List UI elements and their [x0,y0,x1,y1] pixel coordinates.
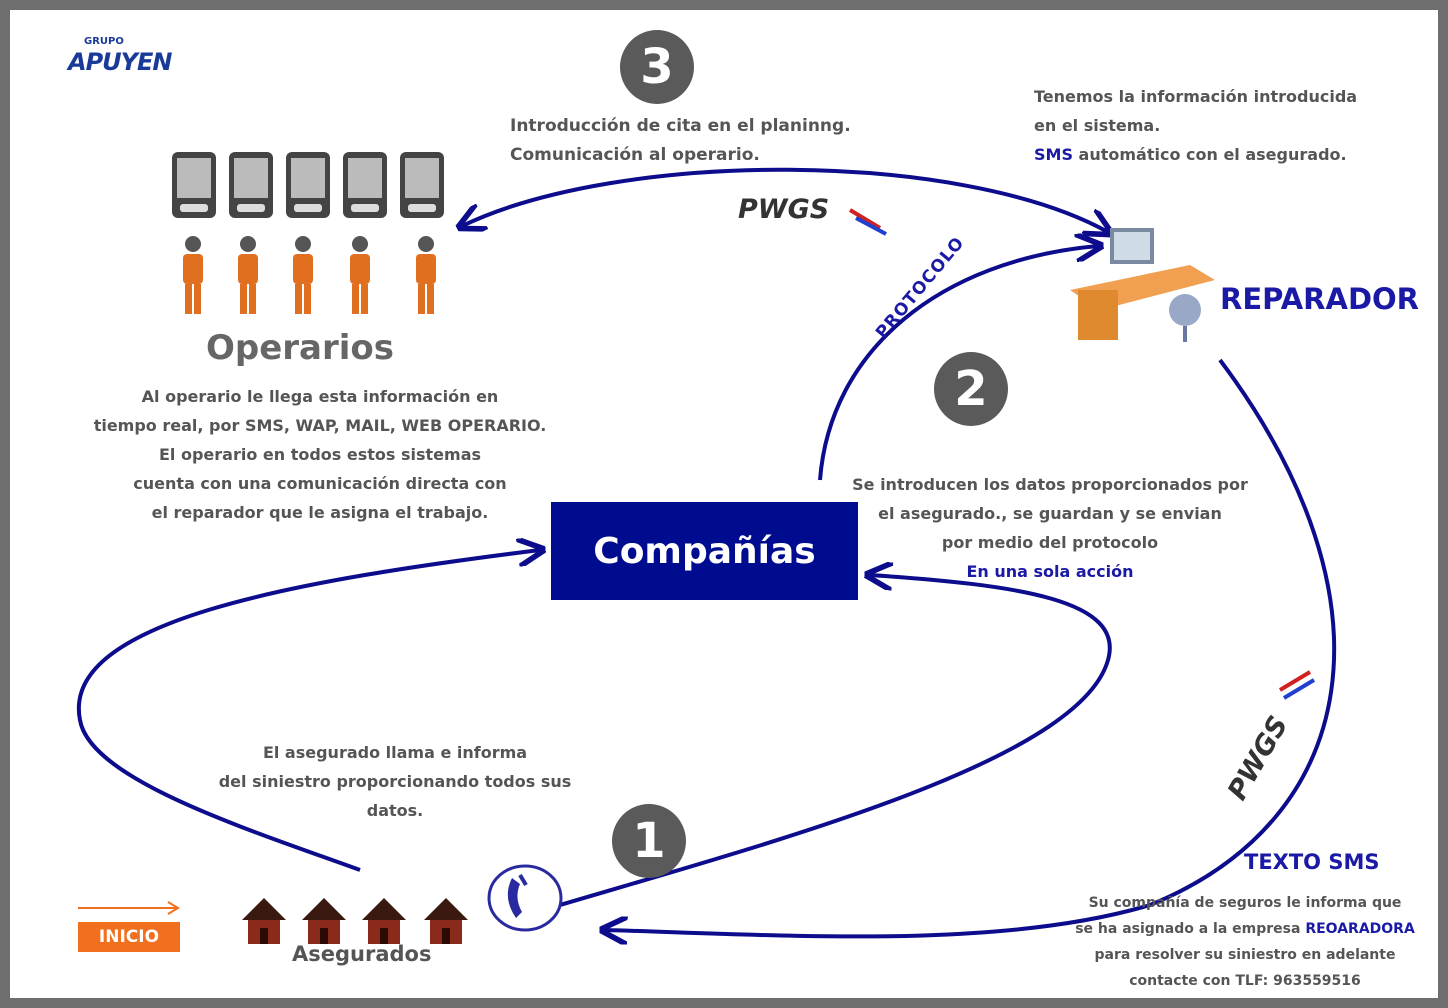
operarios-description: Al operario le llega esta información en… [60,382,580,527]
sms-line-4: contacte con TLF: 963559516 [1129,973,1361,989]
companias-box: Compañías [551,502,858,600]
step-3-text: Introducción de cita en el planinng. Com… [510,112,851,170]
arrow-reparador-asegurados [605,358,1337,936]
step-2-line-2: el asegurado., se guardan y se envian [878,504,1222,523]
pwgs-accent-icon [848,208,1316,700]
step-1-badge: 1 [612,804,686,878]
operarios-desc-line-4: cuenta con una comunicación directa con [133,474,507,493]
operarios-desc-line-3: El operario en todos estos sistemas [158,445,482,464]
operarios-desc-line-5: el reparador que le asigna el trabajo. [151,503,489,522]
arrow-operarios-reparador [462,167,1108,232]
arrow-protocolo [818,246,1098,481]
step-2-badge: 2 [934,352,1008,426]
pwgs-label-top: PWGS [738,194,830,225]
sms-line-1: Su compañía de seguros le informa que [1088,895,1402,911]
asegurados-label: Asegurados [292,942,432,966]
reparador-desk-icon [1070,228,1215,342]
phone-icon [487,864,563,932]
handheld-devices [172,152,444,218]
reparador-info-line-3: SMS automático con el asegurado. [1034,140,1357,169]
sms-rest: automático con el asegurado. [1072,145,1347,164]
inicio-arrow-icon [78,901,180,915]
reparador-info-line-2: en el sistema. [1034,116,1161,135]
step-1-line-2: del siniestro proporcionando todos sus [218,772,572,791]
step-1-text: El asegurado llama e informa del siniest… [195,738,595,825]
step-2-line-1: Se introducen los datos proporcionados p… [852,475,1248,494]
house-icons [242,898,468,944]
step-1-line-3: datos. [366,801,424,820]
step-3-line-1: Introducción de cita en el planinng. [510,116,851,136]
texto-sms-title: TEXTO SMS [1244,850,1380,874]
sms-line-3: para resolver su siniestro en adelante [1094,947,1396,963]
step-3-line-2: Comunicación al operario. [510,145,760,165]
sms-highlight: SMS [1034,145,1073,164]
arrow-phone-companias [559,575,1112,907]
inicio-button[interactable]: INICIO [78,922,180,952]
worker-figures [183,236,436,314]
logo-small-text: GRUPO [84,36,124,47]
sms-line-2-highlight: REOARADORA [1305,921,1415,937]
step-1-line-1: El asegurado llama e informa [262,743,528,762]
step-3-badge: 3 [620,30,694,104]
logo-brand-text: APUYEN [68,48,173,76]
operarios-title: Operarios [205,328,395,368]
texto-sms-body: Su compañía de seguros le informa que se… [1050,890,1440,994]
arrow-asegurados-companias [76,550,540,872]
sms-line-2-pre: se ha asignado a la empresa [1075,921,1306,937]
operarios-desc-line-1: Al operario le llega esta información en [141,387,499,406]
operarios-desc-line-2: tiempo real, por SMS, WAP, MAIL, WEB OPE… [93,416,547,435]
reparador-info-line-1: Tenemos la información introducida [1034,87,1358,106]
step-2-text: Se introducen los datos proporcionados p… [830,470,1270,586]
reparador-label: REPARADOR [1220,282,1420,316]
step-2-line-3: por medio del protocolo [941,533,1159,552]
sms-line-2: se ha asignado a la empresa REOARADORA [1050,916,1440,942]
reparador-info-text: Tenemos la información introducida en el… [1034,82,1357,169]
step-2-highlight: En una sola acción [966,562,1134,581]
